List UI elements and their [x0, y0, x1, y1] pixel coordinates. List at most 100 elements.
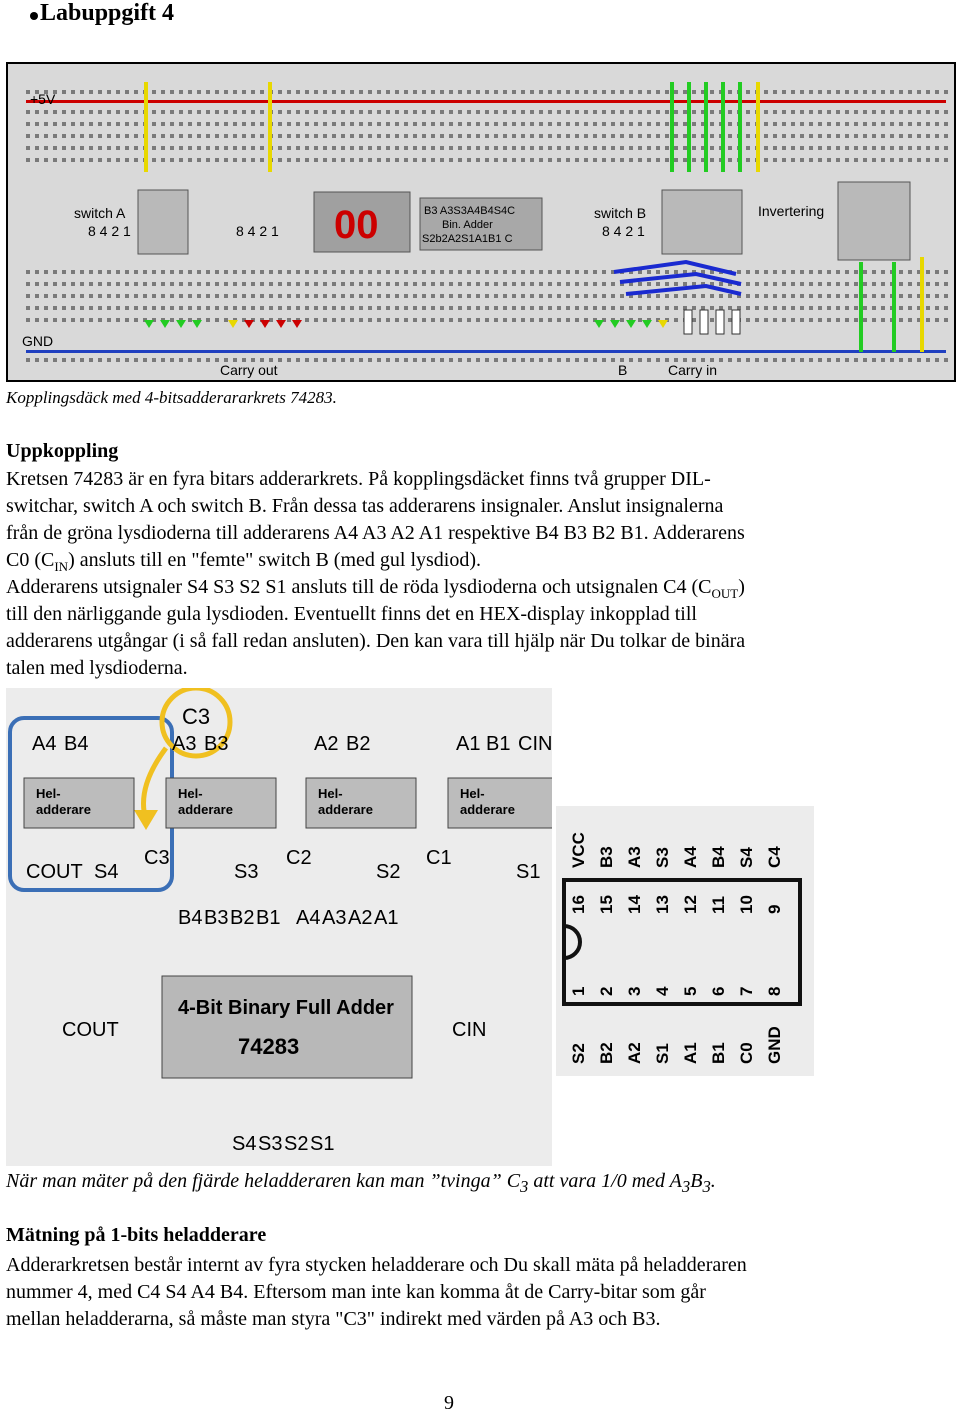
breadboard-hole [800, 306, 804, 310]
breadboard-hole [908, 90, 912, 94]
breadboard-hole [773, 282, 777, 286]
breadboard-hole [728, 90, 732, 94]
page-title: Labuppgift 4 [40, 0, 175, 26]
breadboard-hole [62, 270, 66, 274]
breadboard-hole [728, 134, 732, 138]
svg-text:Hel-: Hel- [460, 786, 485, 801]
breadboard-hole [575, 294, 579, 298]
breadboard-hole [503, 146, 507, 150]
breadboard-hole [170, 110, 174, 114]
breadboard-hole [836, 318, 840, 322]
breadboard-hole [305, 318, 309, 322]
led-icon [276, 320, 286, 328]
breadboard-hole [206, 318, 210, 322]
breadboard-hole [386, 318, 390, 322]
breadboard-hole [431, 306, 435, 310]
breadboard-hole [476, 122, 480, 126]
breadboard-hole [215, 270, 219, 274]
breadboard-hole [638, 110, 642, 114]
breadboard-hole [521, 146, 525, 150]
breadboard-hole [575, 134, 579, 138]
breadboard-hole [512, 90, 516, 94]
breadboard-hole [125, 306, 129, 310]
breadboard-hole [98, 358, 102, 362]
breadboard-hole [395, 358, 399, 362]
breadboard-hole [152, 358, 156, 362]
breadboard-hole [197, 294, 201, 298]
breadboard-hole [197, 90, 201, 94]
breadboard-hole [872, 306, 876, 310]
breadboard-hole [827, 306, 831, 310]
pin-label: 16 [569, 895, 588, 914]
breadboard-hole [548, 158, 552, 162]
breadboard-hole [260, 158, 264, 162]
breadboard-hole [278, 270, 282, 274]
breadboard-hole [89, 358, 93, 362]
breadboard-hole [53, 134, 57, 138]
breadboard-hole [224, 318, 228, 322]
breadboard-hole [908, 110, 912, 114]
breadboard-hole [629, 110, 633, 114]
breadboard-hole [692, 294, 696, 298]
breadboard-hole [593, 90, 597, 94]
breadboard-hole [269, 270, 273, 274]
breadboard-hole [854, 122, 858, 126]
breadboard-hole [584, 318, 588, 322]
breadboard-hole [728, 306, 732, 310]
breadboard-hole [449, 146, 453, 150]
breadboard-hole [791, 146, 795, 150]
breadboard-hole [359, 110, 363, 114]
breadboard-hole [566, 134, 570, 138]
breadboard-hole [863, 282, 867, 286]
breadboard-hole [179, 282, 183, 286]
pin-label: A4 [681, 846, 700, 868]
breadboard-hole [926, 134, 930, 138]
breadboard-hole [638, 146, 642, 150]
breadboard-hole [395, 146, 399, 150]
breadboard-hole [350, 122, 354, 126]
breadboard-hole [422, 122, 426, 126]
breadboard-hole [908, 294, 912, 298]
breadboard-hole [890, 158, 894, 162]
breadboard-hole [629, 158, 633, 162]
breadboard-hole [764, 146, 768, 150]
breadboard-hole [593, 122, 597, 126]
breadboard-hole [323, 146, 327, 150]
breadboard-hole [611, 110, 615, 114]
breadboard-hole [575, 158, 579, 162]
breadboard-hole [854, 270, 858, 274]
breadboard-hole [89, 158, 93, 162]
svg-text:B3: B3 [204, 733, 228, 755]
breadboard-hole [305, 90, 309, 94]
breadboard-hole [359, 90, 363, 94]
breadboard-hole [458, 110, 462, 114]
breadboard-hole [386, 122, 390, 126]
breadboard-hole [413, 358, 417, 362]
breadboard-hole [890, 134, 894, 138]
breadboard-hole [44, 270, 48, 274]
breadboard-hole [809, 270, 813, 274]
breadboard-hole [71, 110, 75, 114]
breadboard-hole [287, 90, 291, 94]
breadboard-hole [440, 158, 444, 162]
breadboard-hole [449, 294, 453, 298]
breadboard-hole [53, 122, 57, 126]
breadboard-hole [863, 318, 867, 322]
svg-text:B2: B2 [230, 907, 254, 929]
svg-text:Hel-: Hel- [318, 786, 343, 801]
breadboard-hole [449, 282, 453, 286]
breadboard-hole [926, 318, 930, 322]
breadboard-hole [179, 110, 183, 114]
breadboard-hole [629, 358, 633, 362]
breadboard-hole [827, 110, 831, 114]
breadboard-hole [566, 110, 570, 114]
svg-text:A4: A4 [32, 733, 56, 755]
breadboard-hole [98, 294, 102, 298]
breadboard-hole [467, 358, 471, 362]
breadboard-hole [890, 358, 894, 362]
breadboard-hole [863, 306, 867, 310]
breadboard-hole [602, 122, 606, 126]
breadboard-hole [179, 158, 183, 162]
breadboard-hole [836, 110, 840, 114]
breadboard-hole [809, 294, 813, 298]
